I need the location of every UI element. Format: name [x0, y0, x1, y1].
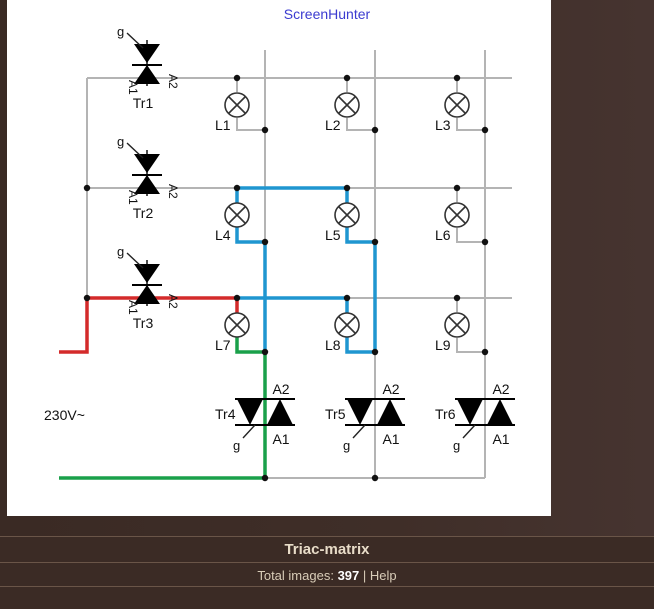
lamp-l5: L5 — [325, 202, 360, 243]
total-images-count: 397 — [337, 568, 360, 583]
caption-mid-rule — [0, 562, 654, 563]
triac-matrix-diagram: ScreenHunter — [44, 6, 515, 482]
total-images-label: Total images: — [257, 568, 334, 583]
lamp-l8: L8 — [325, 312, 360, 353]
triac-a2-label: A2 — [166, 184, 180, 199]
triac-a2-label: A2 — [272, 381, 289, 397]
watermark-text: ScreenHunter — [284, 6, 371, 22]
triac-gate-label: g — [453, 438, 460, 453]
triac-a1-label: A1 — [272, 431, 289, 447]
lamp-label: L8 — [325, 337, 341, 353]
return-wire — [59, 330, 267, 480]
triac-a2-label: A2 — [382, 381, 399, 397]
caption-top-rule — [0, 536, 654, 537]
triac-a2-label: A2 — [166, 294, 180, 309]
help-link[interactable]: Help — [369, 568, 397, 583]
lamp-l9: L9 — [435, 312, 470, 353]
image-caption: Triac-matrix — [284, 541, 370, 558]
lamp-label: L6 — [435, 227, 451, 243]
triac-a2-label: A2 — [492, 381, 509, 397]
lamp-label: L1 — [215, 117, 231, 133]
triac-name-label: Tr1 — [133, 95, 154, 111]
supply-voltage-label: 230V~ — [44, 407, 85, 423]
image-frame: ScreenHunter — [0, 0, 654, 536]
triac-a1-label: A1 — [126, 190, 140, 205]
lamp-label: L3 — [435, 117, 451, 133]
lamp-label: L4 — [215, 227, 231, 243]
triac-name-label: Tr6 — [435, 406, 456, 422]
lamp-l3: L3 — [435, 92, 470, 133]
triac-gate-label: g — [343, 438, 350, 453]
caption-area — [0, 536, 654, 609]
lamp-label: L7 — [215, 337, 231, 353]
lamp-l4: L4 — [215, 202, 250, 243]
junction-dots — [83, 74, 489, 482]
lamp-l6: L6 — [435, 202, 470, 243]
triac-a1-label: A1 — [382, 431, 399, 447]
triac-name-label: Tr5 — [325, 406, 346, 422]
diagram-canvas: ScreenHunter — [7, 0, 551, 516]
triac-a1-label: A1 — [126, 80, 140, 95]
triac-a1-label: A1 — [492, 431, 509, 447]
triac-gate-label: g — [117, 24, 124, 39]
caption-bottom-rule — [0, 586, 654, 587]
lamp-label: L9 — [435, 337, 451, 353]
lamp-l1: L1 — [215, 92, 250, 133]
lamp-l2: L2 — [325, 92, 360, 133]
gallery-footer: Total images: 397 | Help — [0, 568, 654, 583]
triac-name-label: Tr2 — [133, 205, 154, 221]
lamp-label: L2 — [325, 117, 341, 133]
triac-a2-label: A2 — [166, 74, 180, 89]
triac-gate-label: g — [233, 438, 240, 453]
triac-name-label: Tr3 — [133, 315, 154, 331]
footer-separator: | — [362, 568, 367, 583]
triac-a1-label: A1 — [126, 300, 140, 315]
triac-gate-label: g — [117, 134, 124, 149]
triac-name-label: Tr4 — [215, 406, 236, 422]
lamp-l7: L7 — [215, 312, 250, 353]
lamp-label: L5 — [325, 227, 341, 243]
triac-gate-label: g — [117, 244, 124, 259]
